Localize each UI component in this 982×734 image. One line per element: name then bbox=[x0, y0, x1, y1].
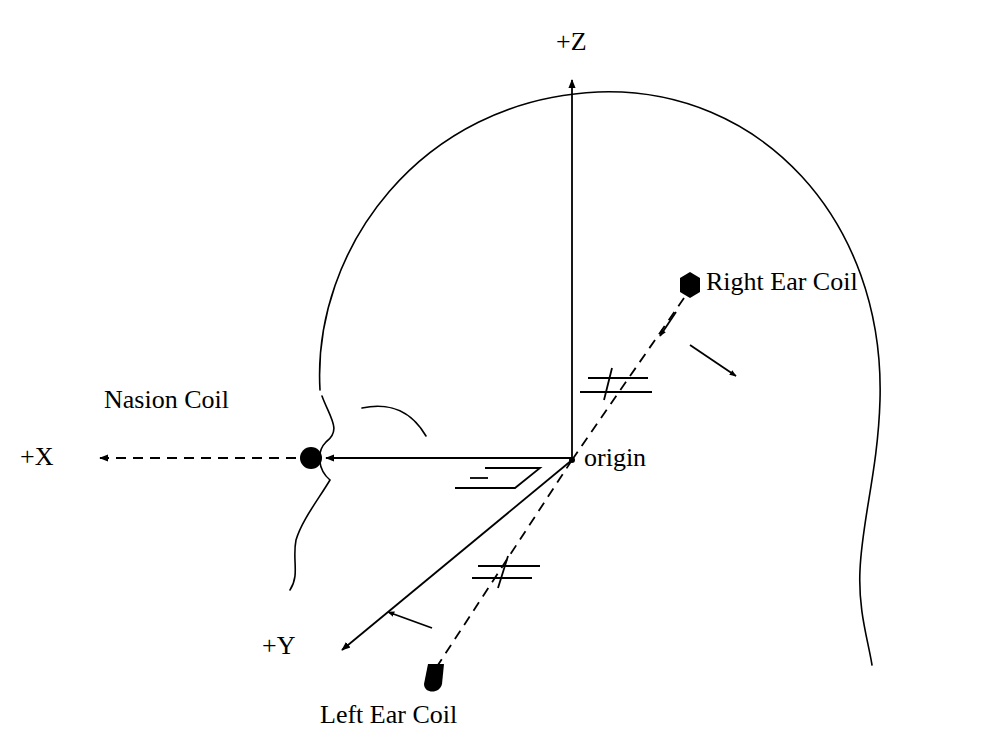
leader-line bbox=[362, 406, 426, 436]
axis-label: +X bbox=[20, 443, 53, 472]
right-angle-mark bbox=[455, 468, 540, 488]
coil-arrow bbox=[690, 345, 736, 376]
axis-label: +Y bbox=[262, 632, 295, 661]
head-outline bbox=[320, 92, 881, 665]
tick-mark bbox=[588, 377, 648, 379]
right-angle-mark bbox=[470, 477, 488, 479]
coil-arrow bbox=[660, 312, 676, 336]
left-ear-line bbox=[436, 460, 572, 668]
x-axis bbox=[326, 457, 572, 459]
coil-arrow bbox=[388, 612, 432, 628]
y-axis bbox=[342, 460, 572, 650]
x-axis-extension bbox=[100, 457, 296, 459]
tick-mark bbox=[580, 391, 652, 393]
tick-mark bbox=[604, 368, 612, 400]
right-ear-coil bbox=[680, 272, 700, 298]
nasion-coil bbox=[300, 447, 322, 469]
coil-label: Left Ear Coil bbox=[320, 701, 457, 730]
origin-point bbox=[569, 457, 575, 463]
coil-label: Right Ear Coil bbox=[706, 268, 858, 297]
tick-mark bbox=[478, 565, 540, 567]
tick-mark bbox=[498, 556, 508, 588]
axis-label: +Z bbox=[556, 28, 587, 57]
left-ear-coil bbox=[424, 664, 444, 692]
face-profile bbox=[290, 396, 334, 590]
right-ear-line bbox=[572, 298, 684, 460]
coil-label: Nasion Coil bbox=[104, 386, 229, 415]
origin-label: origin bbox=[584, 444, 646, 473]
z-axis bbox=[571, 80, 573, 460]
